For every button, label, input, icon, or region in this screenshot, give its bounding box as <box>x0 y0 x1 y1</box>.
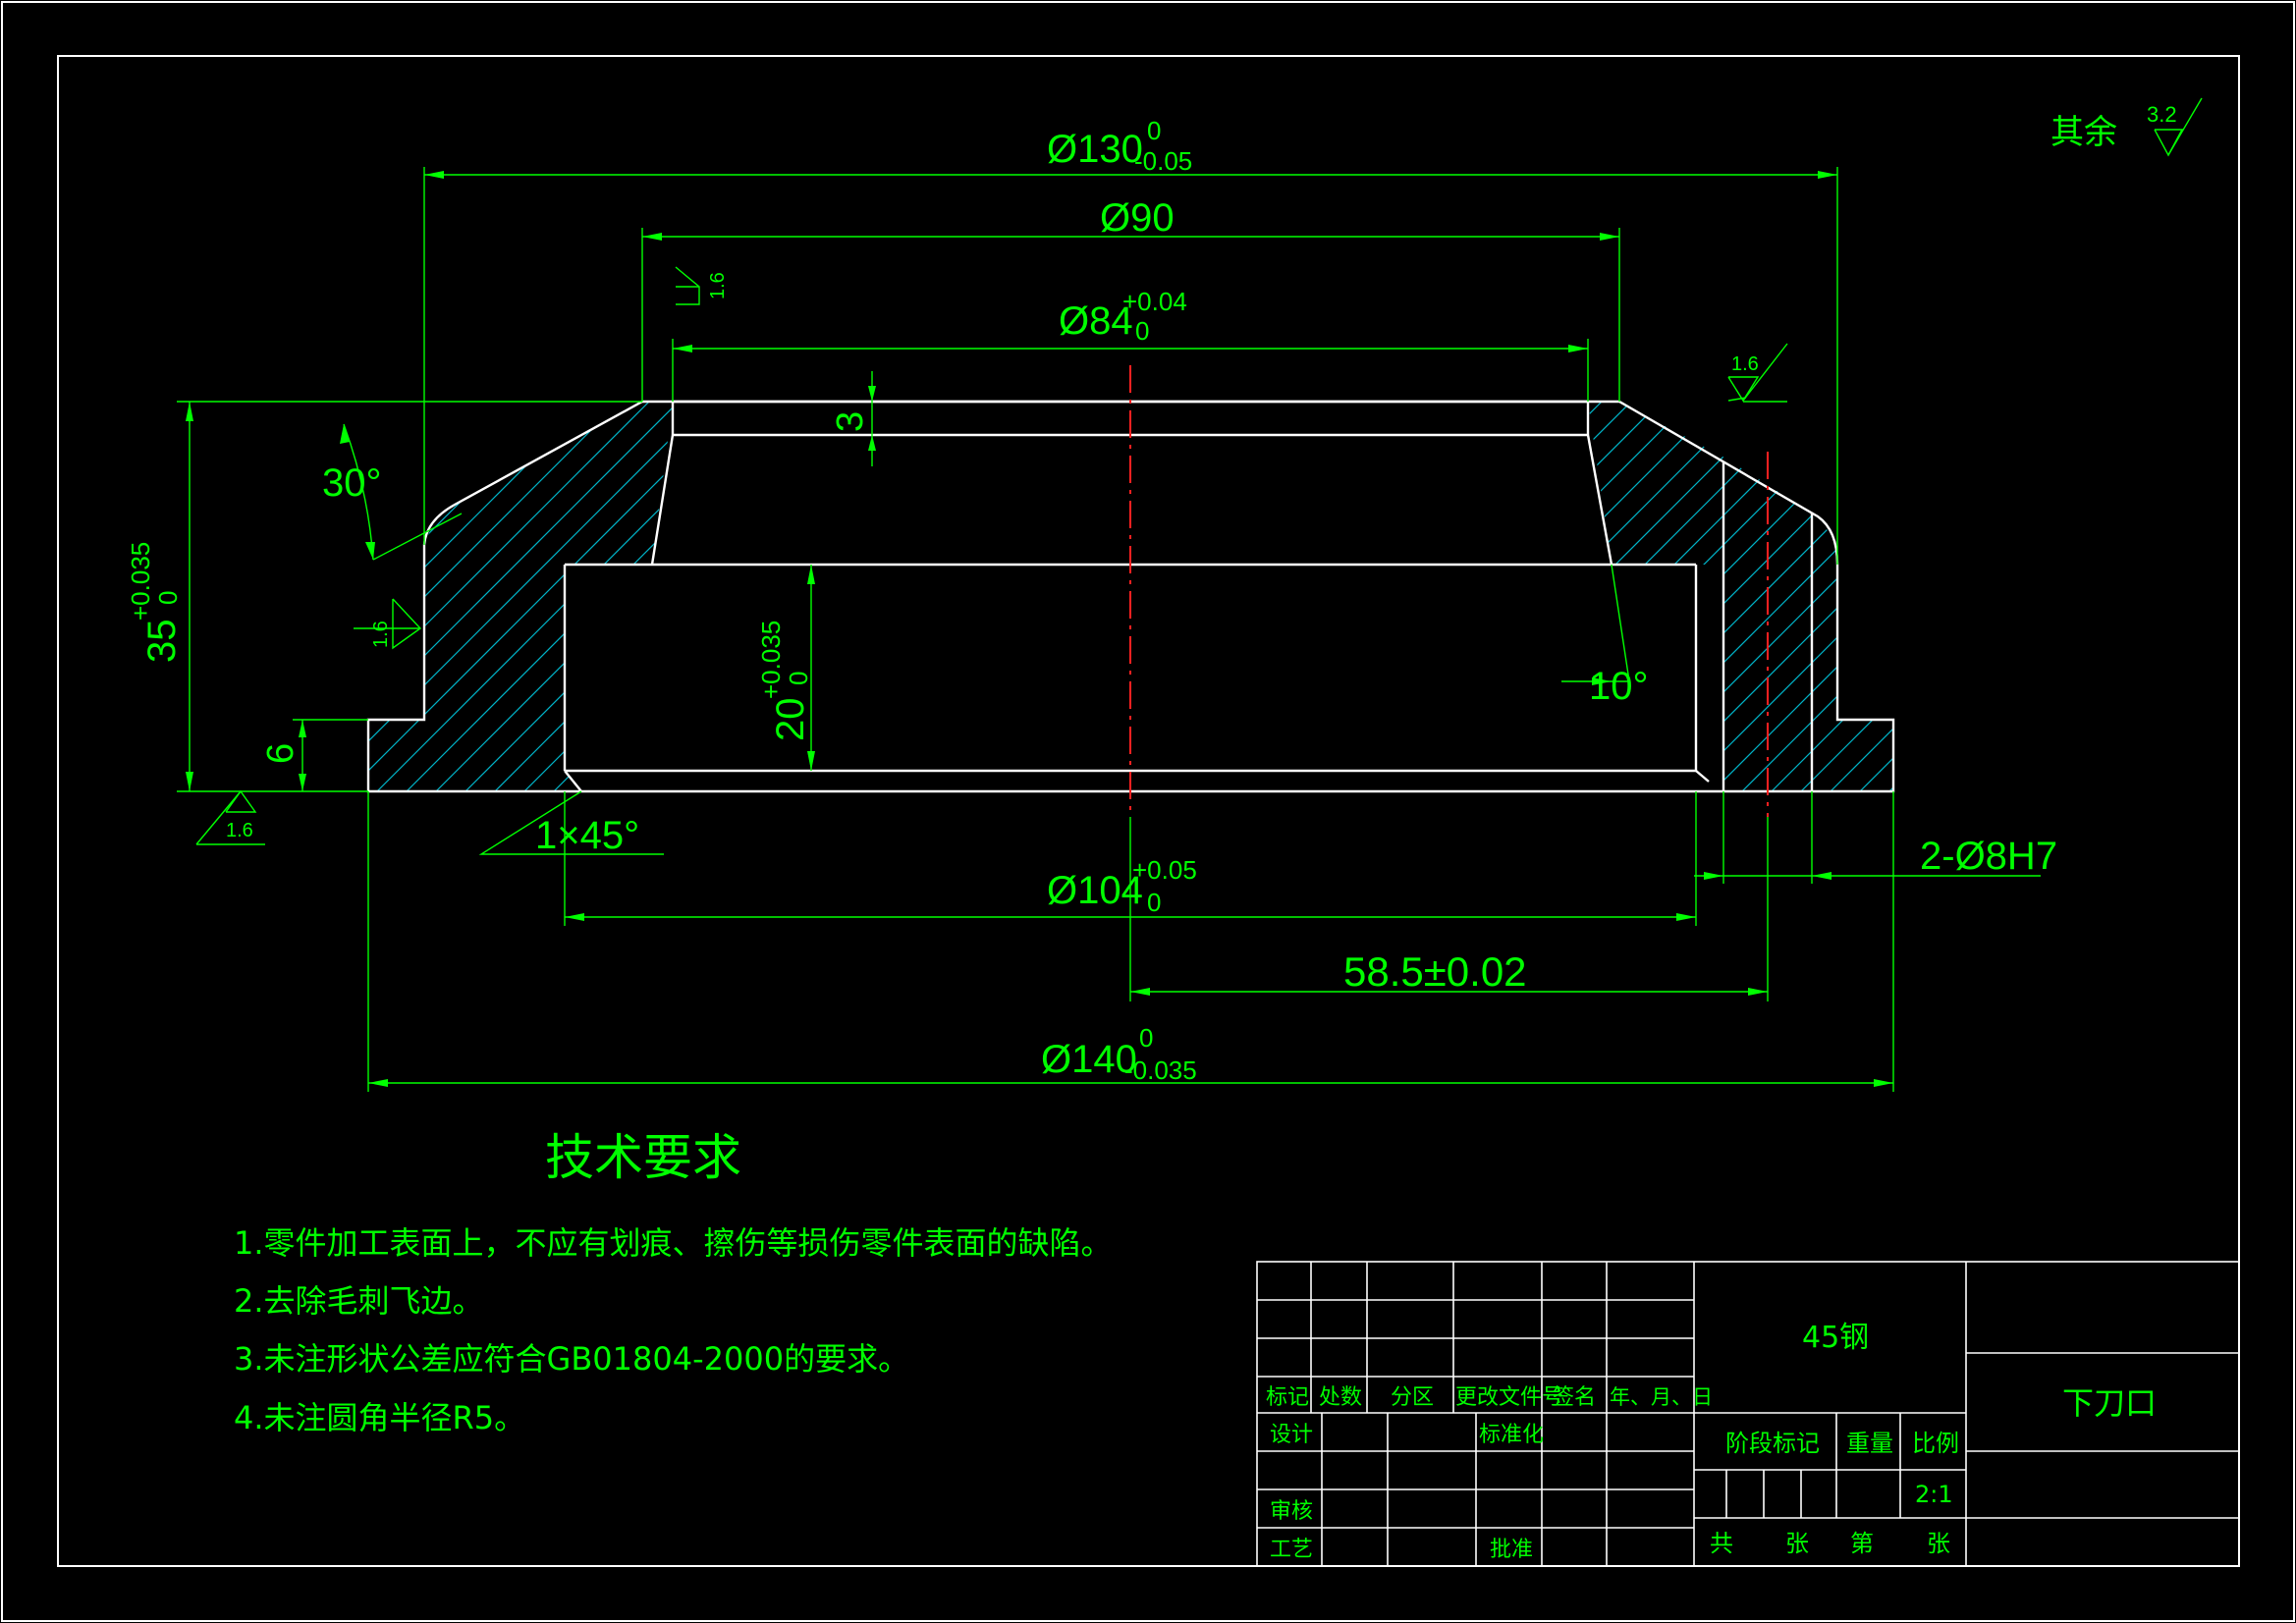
dim-h20-upper: +0.035 <box>756 621 786 699</box>
roughness-left-side-value: 1.6 <box>370 621 392 648</box>
tb-process: 工艺 <box>1270 1538 1313 1562</box>
dim-pos585: 58.5±0.02 <box>1343 948 1527 995</box>
tb-header-date: 年、月、日 <box>1610 1385 1713 1409</box>
roughness-other-label: 其余 <box>2050 113 2117 152</box>
tb-sheets1: 张 <box>1785 1530 1809 1557</box>
tb-approve: 批准 <box>1490 1538 1533 1562</box>
tb-standardize: 标准化 <box>1479 1423 1544 1447</box>
technical-notes: 技术要求 1.零件加工表面上，不应有划痕、擦伤等损伤零件表面的缺陷。 2.去除毛… <box>234 1129 1113 1436</box>
dim-h3: 3 <box>830 411 871 432</box>
hatch-right <box>1588 402 1893 791</box>
roughness-symbols <box>195 97 2203 845</box>
tb-sheet-no: 第 <box>1850 1530 1874 1557</box>
tb-weight: 重量 <box>1846 1430 1893 1457</box>
note-item-4: 4.未注圆角半径R5。 <box>234 1399 525 1436</box>
tb-header-count: 处数 <box>1319 1385 1362 1410</box>
tb-part-name: 下刀口 <box>2062 1384 2157 1422</box>
dim-d104: Ø104 <box>1047 869 1143 912</box>
roughness-top-right-value: 1.6 <box>1731 353 1759 375</box>
notes-title: 技术要求 <box>545 1129 741 1186</box>
tb-header-zone: 分区 <box>1391 1385 1434 1410</box>
tb-material: 45钢 <box>1802 1321 1869 1355</box>
dim-d140-lower: -0.035 <box>1124 1055 1197 1085</box>
dim-d84: Ø84 <box>1059 299 1133 343</box>
tb-sheets2: 张 <box>1927 1530 1950 1557</box>
tb-scale: 2:1 <box>1915 1481 1953 1508</box>
note-item-2: 2.去除毛刺飞边。 <box>234 1282 484 1320</box>
tb-scale-label: 比例 <box>1912 1430 1959 1457</box>
inner-border <box>57 55 2240 1567</box>
dim-d84-lower: 0 <box>1135 316 1149 346</box>
tb-review: 审核 <box>1270 1499 1313 1524</box>
title-block <box>1256 1261 2240 1567</box>
dim-d130: Ø130 <box>1047 128 1143 171</box>
dim-angle10: 10° <box>1589 665 1649 708</box>
tb-header-sign: 签名 <box>1553 1385 1596 1410</box>
dim-h20: 20 <box>769 698 812 742</box>
note-item-3: 3.未注形状公差应符合GB01804-2000的要求。 <box>234 1340 909 1378</box>
dim-d104-upper: +0.05 <box>1132 855 1197 885</box>
dim-holes: 2-Ø8H7 <box>1920 835 2057 878</box>
dimension-texts: Ø130 0 -0.05 Ø90 Ø84 +0.04 0 3 35 +0.035… <box>126 102 2177 1085</box>
dim-d84-upper: +0.04 <box>1122 287 1187 316</box>
dim-chamfer: 1×45° <box>535 814 639 857</box>
dim-d140: Ø140 <box>1041 1038 1137 1081</box>
tb-design: 设计 <box>1270 1423 1313 1447</box>
dim-d140-upper: 0 <box>1139 1023 1153 1053</box>
note-item-1: 1.零件加工表面上，不应有划痕、擦伤等损伤零件表面的缺陷。 <box>234 1224 1113 1262</box>
dim-h6: 6 <box>260 743 301 764</box>
dim-d104-lower: 0 <box>1147 888 1161 917</box>
roughness-bottom-value: 1.6 <box>226 820 253 841</box>
title-block-texts: 标记 处数 分区 更改文件号 签名 年、月、日 设计 标准化 审核 工艺 批准 … <box>1266 1321 2157 1562</box>
arrowheads <box>186 171 1893 1087</box>
dim-angle30: 30° <box>322 461 382 505</box>
dim-d90: Ø90 <box>1100 196 1175 240</box>
roughness-top-left-value: 1.6 <box>707 272 729 299</box>
tb-header-mark: 标记 <box>1266 1385 1309 1410</box>
roughness-other-value: 3.2 <box>2147 102 2177 127</box>
dim-h20-lower: 0 <box>784 672 813 685</box>
dim-h35-upper: +0.035 <box>126 542 155 621</box>
tb-header-doc: 更改文件号 <box>1455 1385 1563 1410</box>
dim-d130-upper: 0 <box>1147 116 1161 145</box>
tb-stage-mark: 阶段标记 <box>1725 1430 1820 1457</box>
dim-d130-lower: -0.05 <box>1134 146 1192 176</box>
dim-h35-lower: 0 <box>153 591 183 605</box>
tb-total: 共 <box>1710 1530 1733 1557</box>
hatch-left <box>368 402 673 791</box>
dim-h35: 35 <box>140 620 184 664</box>
